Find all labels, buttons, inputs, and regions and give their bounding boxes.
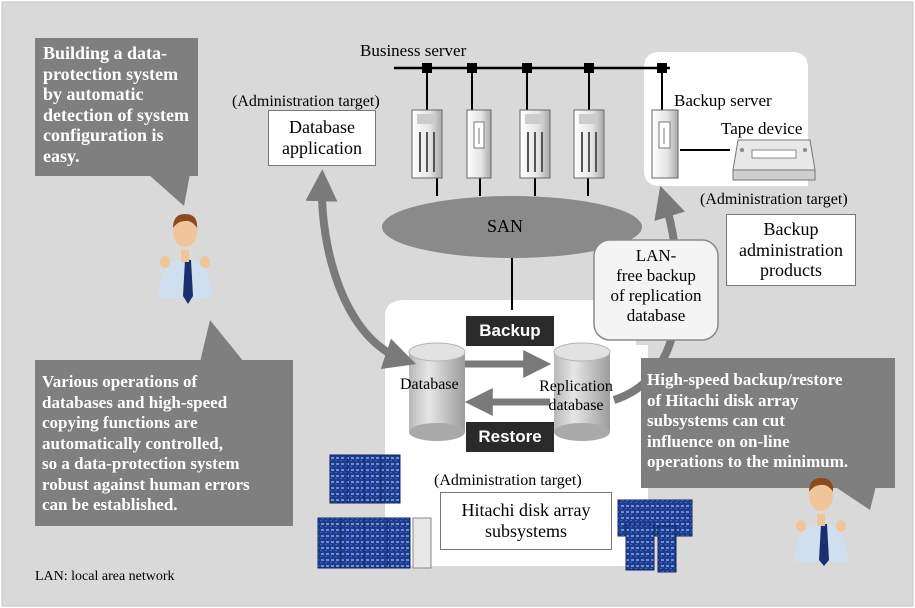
tape-device-label: Tape device [721,119,803,138]
business-server-1 [411,109,443,179]
footnote: LAN: local area network [35,569,175,584]
backup-server-label: Backup server [674,91,772,110]
callout-right-text: High-speed backup/restore of Hitachi dis… [647,370,849,471]
hitachi-disk-array-box: Hitachi disk array subsystems [440,492,612,550]
admin-target-label-db-app: (Administration target) [232,93,380,110]
callout-top-left [35,38,198,206]
bus-nodes [422,63,667,73]
callout-right [641,358,895,510]
person-left-icon [158,214,212,304]
backup-server [651,109,679,179]
san-cloud [382,196,642,258]
callout-bottom-left [35,320,293,526]
database-cylinder [408,342,466,441]
business-server-4 [573,109,605,179]
callout-top-left-text: Building a data- protection system by au… [43,43,189,166]
database-to-application-arrow [305,169,417,369]
person-right-icon [794,478,848,566]
restore-tag: Restore [466,422,554,452]
disk-array-right-icon [617,499,693,573]
admin-target-label-disk: (Administration target) [434,472,582,489]
lan-free-backup-label: LAN- free backup of replication database [610,246,702,325]
san-label: SAN [487,216,524,236]
server-connections [426,73,730,310]
backup-administration-box: Backup administration products [726,214,856,286]
backup-tag: Backup [466,316,554,346]
business-server-label: Business server [360,41,467,60]
replication-database-label: Replication database [539,378,613,414]
database-application-box: Database application [268,110,376,166]
business-server-2 [466,109,492,179]
tape-device [732,139,816,181]
admin-target-label-backup: (Administration target) [700,191,848,208]
lan-free-bubble [593,239,719,341]
disk-array-left-icon [317,454,432,569]
business-server-3 [519,109,551,179]
callout-bottom-left-text: Various operations of databases and high… [42,372,250,514]
replication-db-cylinder [553,342,611,441]
database-label: Database [400,376,459,393]
